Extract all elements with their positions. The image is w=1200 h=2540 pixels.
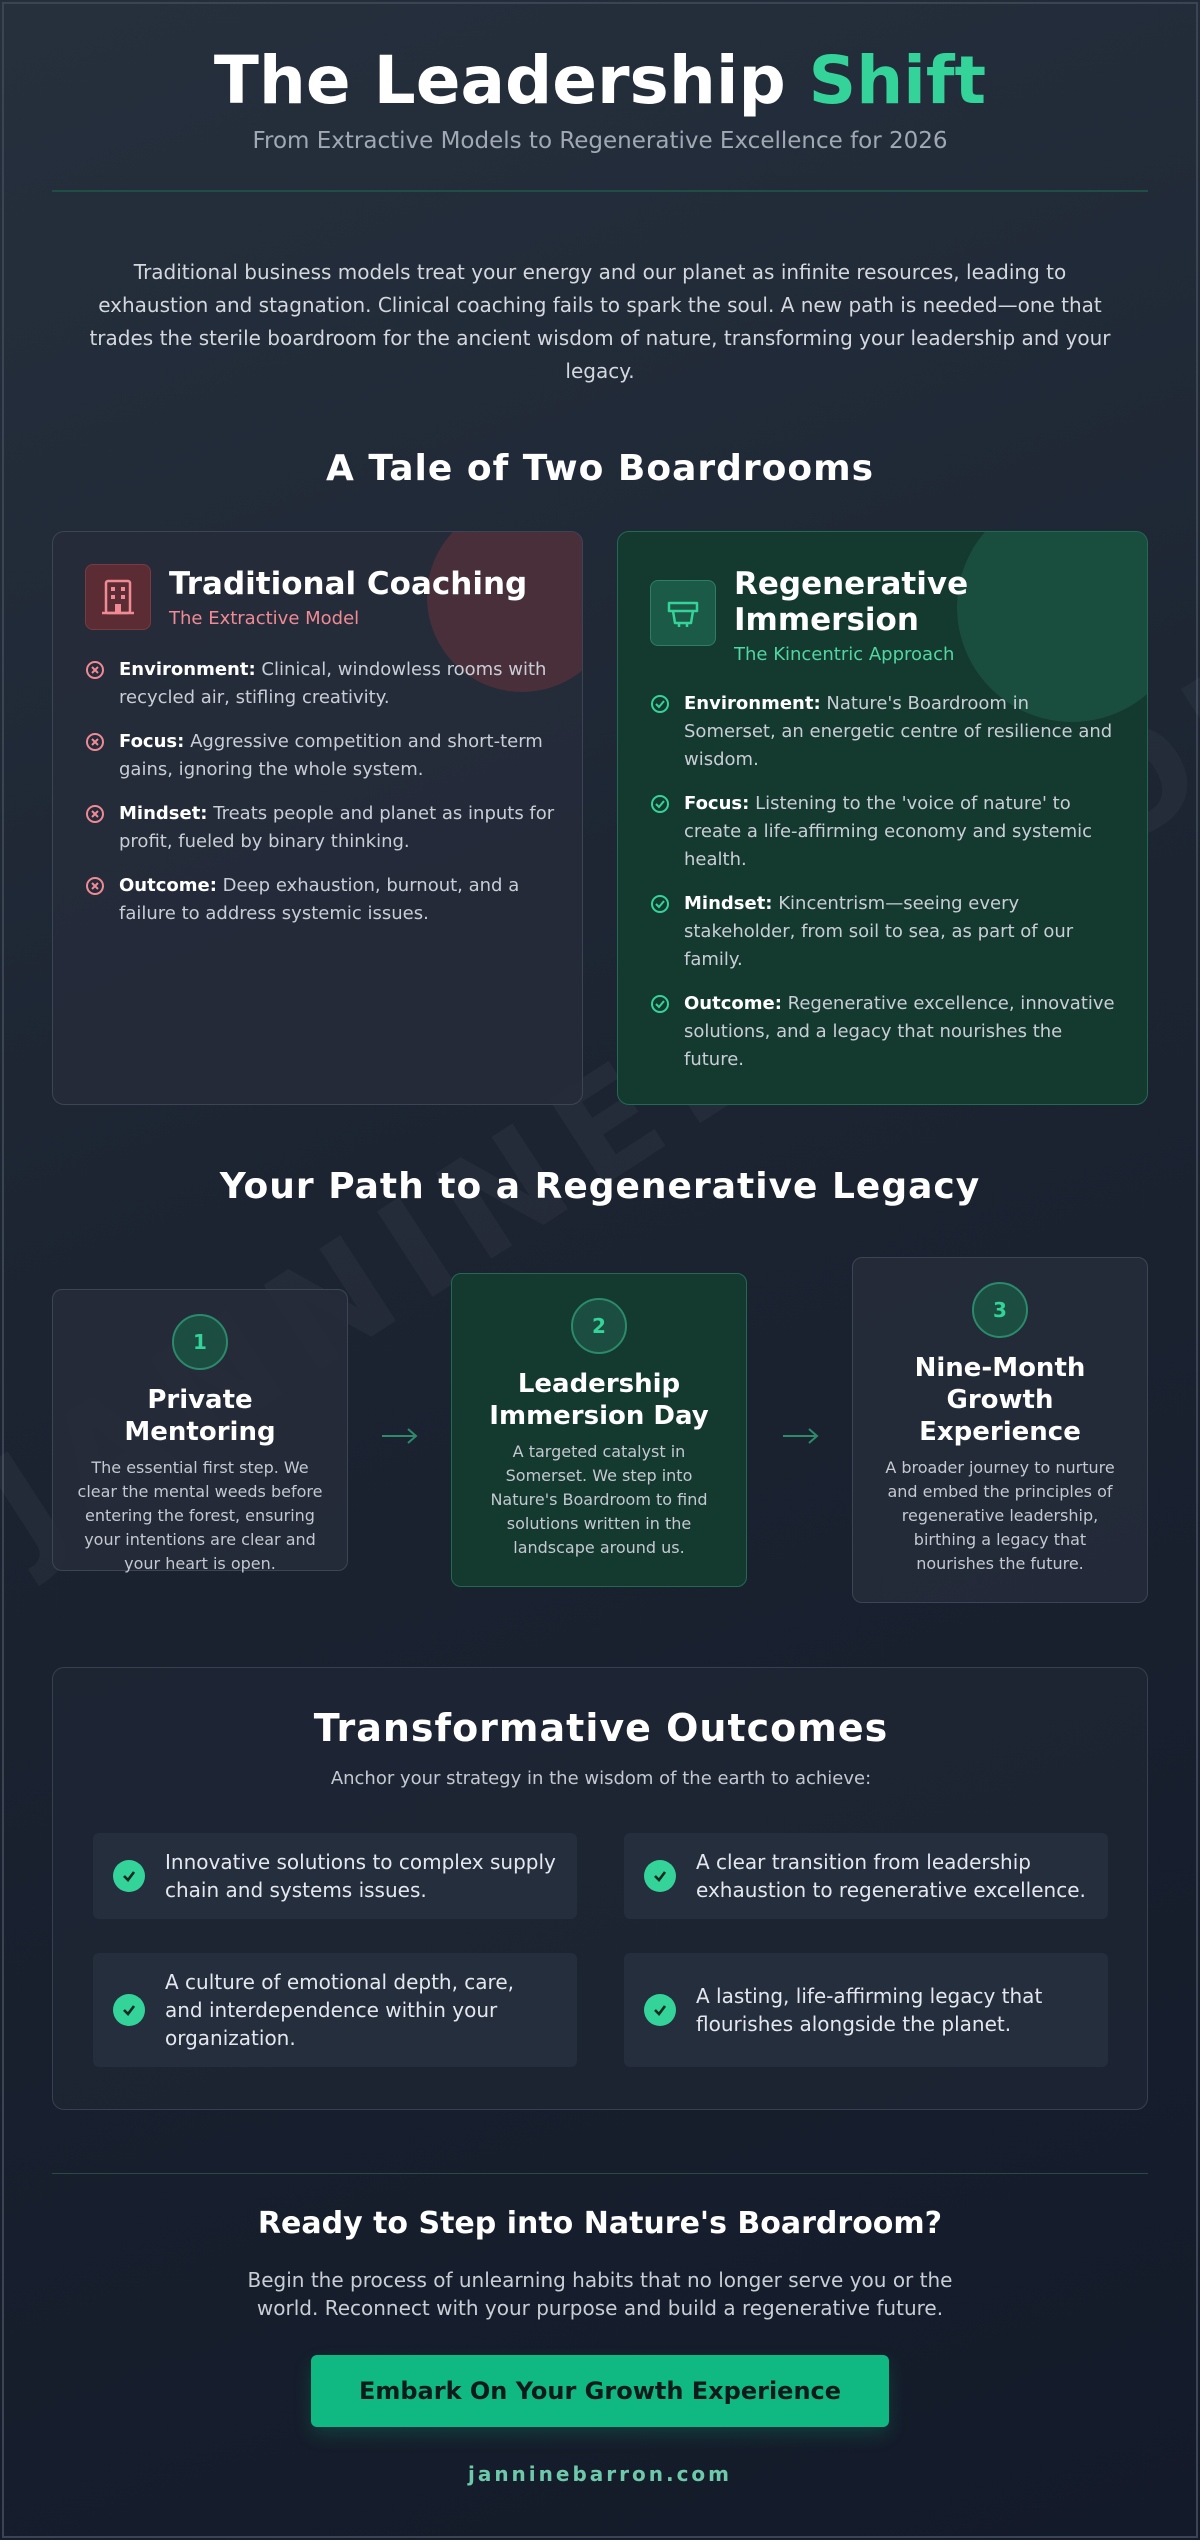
check-circle-icon [650, 990, 684, 1074]
list-item: Focus: Listening to the 'voice of nature… [650, 790, 1120, 874]
website-link[interactable]: janninebarron.com [467, 2462, 733, 2486]
point-text: Regenerative excellence, innovative solu… [684, 993, 1115, 1070]
card-header: Regenerative Immersion The Kincentric Ap… [650, 564, 984, 665]
x-circle-icon [85, 800, 119, 856]
path-title: Your Path to a Regenerative Legacy [219, 1166, 981, 1207]
point-label: Environment: [119, 659, 256, 680]
step-number: 1 [172, 1314, 228, 1370]
outcome-text: A culture of emotional depth, care, and … [165, 1970, 514, 2050]
point-text: Treats people and planet as inputs for p… [119, 803, 555, 852]
point-label: Outcome: [119, 875, 217, 896]
card-tagline: The Extractive Model [169, 608, 360, 629]
point-text: Nature's Boardroom in Somerset, an energ… [684, 693, 1113, 770]
x-circle-icon [85, 872, 119, 928]
comparison-title: A Tale of Two Boardrooms [325, 448, 875, 489]
card-tagline: The Kincentric Approach [734, 644, 955, 665]
outcome-item: A culture of emotional depth, care, and … [93, 1953, 577, 2067]
point-text: Kincentrism—seeing every stakeholder, fr… [684, 893, 1074, 970]
traditional-coaching-card: Traditional Coaching The Extractive Mode… [52, 531, 583, 1105]
list-item: Environment: Nature's Boardroom in Somer… [650, 690, 1120, 774]
plant-pot-icon [650, 580, 716, 646]
step-card-1: 1 Private Mentoring The essential first … [52, 1289, 348, 1573]
point-text: Clinical, windowless rooms with recycled… [119, 659, 547, 708]
check-icon [644, 1994, 676, 2026]
step-description: A targeted catalyst in Somerset. We step… [490, 1442, 708, 1557]
list-item: Mindset: Kincentrism—seeing every stakeh… [650, 890, 1120, 974]
building-icon [85, 564, 151, 630]
list-item: Mindset: Treats people and planet as inp… [85, 800, 555, 856]
list-item: Focus: Aggressive competition and short-… [85, 728, 555, 784]
outcomes-title: Transformative Outcomes [313, 1706, 889, 1750]
regenerative-immersion-card: Regenerative Immersion The Kincentric Ap… [617, 531, 1148, 1105]
point-label: Focus: [684, 793, 750, 814]
page-title: The Leadership Shift [52, 42, 1148, 119]
card-title: Traditional Coaching [169, 566, 528, 602]
card-header: Traditional Coaching The Extractive Mode… [85, 564, 527, 630]
card-title: Regenerative Immersion [734, 566, 969, 638]
outcome-text: A lasting, life-affirming legacy that fl… [696, 1984, 1043, 2036]
step-card-2: 2 Leadership Immersion Day A targeted ca… [451, 1273, 747, 1587]
check-icon [644, 1860, 676, 1892]
step-number: 2 [571, 1298, 627, 1354]
title-main: The Leadership [213, 42, 786, 119]
x-circle-icon [85, 656, 119, 712]
outcome-text: Innovative solutions to complex supply c… [165, 1850, 556, 1902]
step-title: Private Mentoring [124, 1385, 276, 1447]
step-card-3: 3 Nine-Month Growth Experience A broader… [852, 1257, 1148, 1603]
step-title: Leadership Immersion Day [489, 1369, 709, 1431]
point-text: Deep exhaustion, burnout, and a failure … [119, 875, 520, 924]
title-accent: Shift [808, 42, 987, 119]
list-item: Environment: Clinical, windowless rooms … [85, 656, 555, 712]
check-circle-icon [650, 790, 684, 874]
x-circle-icon [85, 728, 119, 784]
intro-paragraph: Traditional business models treat your e… [89, 260, 1111, 383]
arrow-right-icon [380, 1419, 420, 1454]
outcomes-subtitle: Anchor your strategy in the wisdom of th… [330, 1768, 872, 1789]
point-label: Outcome: [684, 993, 782, 1014]
embark-growth-button[interactable]: Embark On Your Growth Experience [311, 2355, 889, 2427]
step-description: The essential first step. We clear the m… [77, 1458, 323, 1573]
point-label: Environment: [684, 693, 821, 714]
outcome-item: Innovative solutions to complex supply c… [93, 1833, 577, 1919]
outcome-text: A clear transition from leadership exhau… [696, 1850, 1086, 1902]
page-subtitle: From Extractive Models to Regenerative E… [252, 128, 948, 154]
point-label: Mindset: [684, 893, 773, 914]
outcomes-panel: Transformative Outcomes Anchor your stra… [52, 1667, 1148, 2110]
header-divider [52, 190, 1148, 192]
cta-title: Ready to Step into Nature's Boardroom? [257, 2206, 943, 2241]
check-circle-icon [650, 890, 684, 974]
list-item: Outcome: Regenerative excellence, innova… [650, 990, 1120, 1074]
traditional-points-list: Environment: Clinical, windowless rooms … [85, 656, 555, 944]
outcome-item: A clear transition from leadership exhau… [624, 1833, 1108, 1919]
cta-divider [52, 2173, 1148, 2174]
step-title: Nine-Month Growth Experience [914, 1353, 1086, 1447]
step-number: 3 [972, 1282, 1028, 1338]
point-label: Mindset: [119, 803, 208, 824]
list-item: Outcome: Deep exhaustion, burnout, and a… [85, 872, 555, 928]
point-text: Listening to the 'voice of nature' to cr… [684, 793, 1092, 870]
check-icon [113, 1994, 145, 2026]
step-description: A broader journey to nurture and embed t… [885, 1458, 1115, 1573]
point-label: Focus: [119, 731, 185, 752]
cta-text: Begin the process of unlearning habits t… [247, 2268, 953, 2320]
check-circle-icon [650, 690, 684, 774]
arrow-right-icon [781, 1419, 821, 1454]
outcome-item: A lasting, life-affirming legacy that fl… [624, 1953, 1108, 2067]
point-text: Aggressive competition and short-term ga… [119, 731, 543, 780]
regenerative-points-list: Environment: Nature's Boardroom in Somer… [650, 690, 1120, 1090]
check-icon [113, 1860, 145, 1892]
